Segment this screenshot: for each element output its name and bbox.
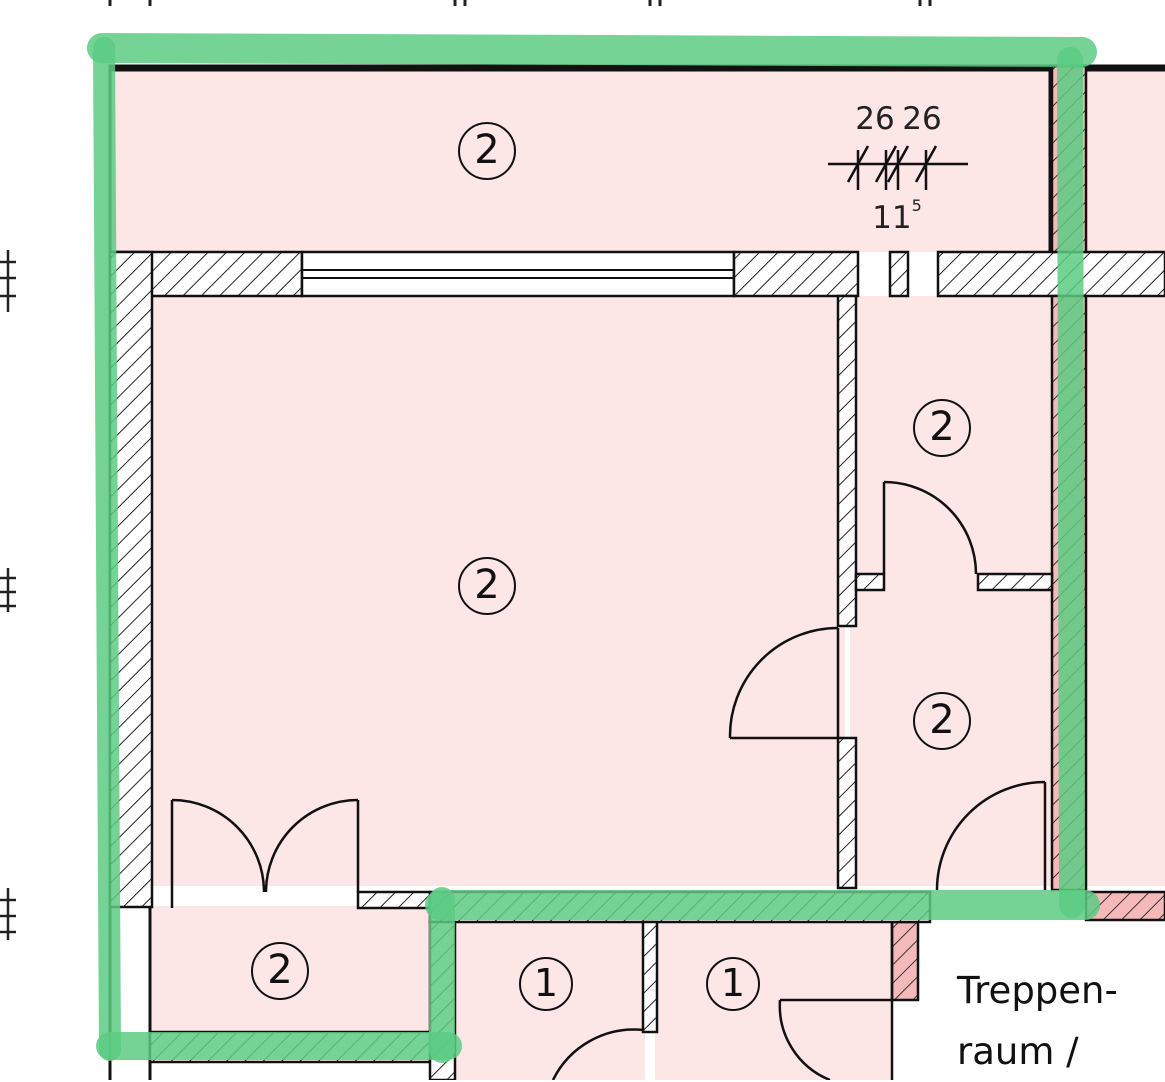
upper-horizontal-wall <box>108 250 1165 298</box>
room-marker-right-upper: 2 <box>913 399 971 457</box>
stair-wall-stub <box>890 920 920 1002</box>
room-marker-lower-a: 1 <box>519 957 573 1011</box>
left-dimension-ticks <box>0 250 16 940</box>
dimension-label-left: 26 <box>855 101 895 137</box>
door-swings <box>170 480 1047 1080</box>
dimension-line <box>828 145 968 190</box>
room-marker-lower-left: 2 <box>251 942 309 1000</box>
stair-label-line1: Treppen- <box>957 969 1118 1012</box>
stair-label-line2: raum / <box>957 1030 1079 1073</box>
stair-room-label: Treppen- raum / <box>957 960 1118 1082</box>
room-marker-upper: 2 <box>458 122 516 180</box>
dimension-label-bottom: 115 <box>872 196 922 236</box>
room-marker-main: 2 <box>458 557 516 615</box>
dimension-label-right: 26 <box>902 101 942 137</box>
top-edge-ticks <box>108 0 932 6</box>
green-highlight <box>87 33 1100 1063</box>
room-marker-right-lower: 2 <box>913 692 971 750</box>
room-marker-lower-b: 1 <box>706 957 760 1011</box>
